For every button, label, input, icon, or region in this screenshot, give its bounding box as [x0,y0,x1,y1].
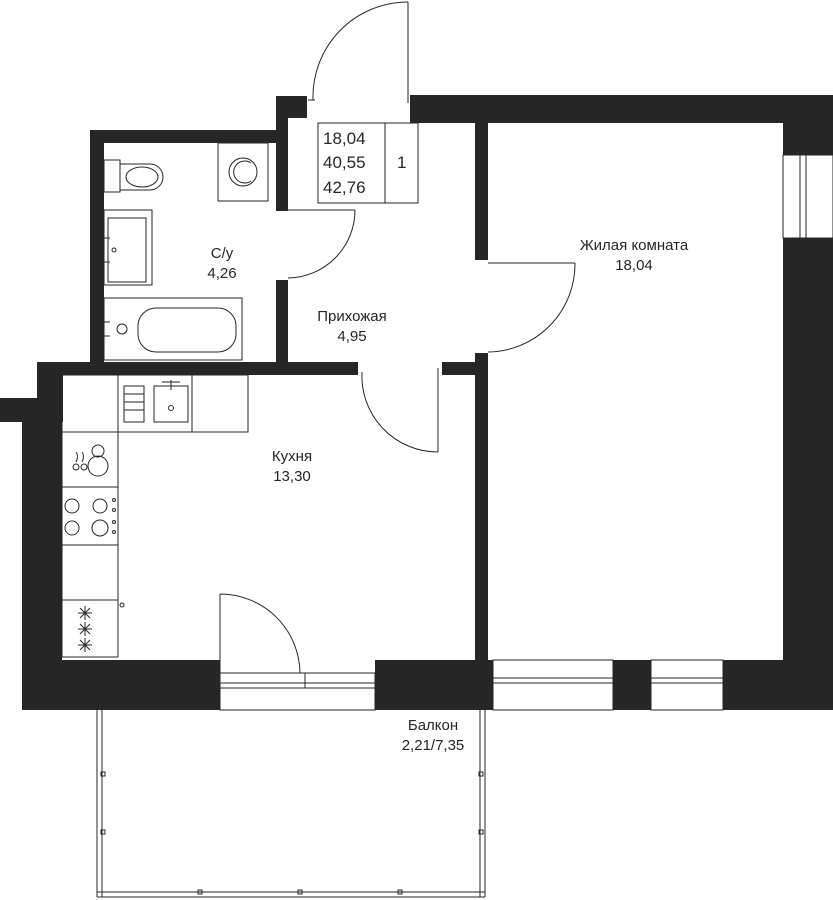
total-with-balcony-value: 42,76 [323,178,366,197]
bathroom-fixtures [103,142,269,361]
room-area: 18,04 [615,257,653,274]
wall-kitchen-top-right [442,362,482,375]
kitchen-counter-top [61,374,249,433]
window-kitchen [219,672,376,711]
washing-machine-icon [217,142,269,202]
kitchen-sink-icon [153,380,189,423]
area-summary-box [317,122,419,204]
room-name: Кухня [271,448,313,465]
window-living-right [650,659,724,711]
room-name: Жилая комната [579,237,689,254]
balcony [96,710,486,898]
wall-bath-right-lower [276,280,288,375]
wall-kitchen-left-stub [37,362,63,422]
kitchen-fixtures [61,374,249,658]
room-label-kitchen: Кухня 13,30 [272,447,312,487]
wall-left-notch [0,398,40,422]
toilet-icon [103,159,164,193]
room-label-living: Жилая комната 18,04 [580,236,688,276]
wall-bottom-mid [375,660,493,710]
windows [219,154,833,711]
dishwasher-icon [123,385,145,423]
room-area: 4,95 [337,328,367,345]
wall-bath-left [90,130,104,375]
wall-bath-right-upper [276,96,288,211]
walls [0,95,833,710]
wall-hall-living-upper [475,120,488,260]
sink-icon [103,209,153,286]
room-name: Прихожая [317,308,387,325]
room-area: 4,26 [207,265,237,282]
coffee-machine-icon [72,444,109,477]
bathtub-icon [103,297,243,361]
room-area: 13,30 [273,468,311,485]
room-name: Балкон [407,717,459,734]
window-living-left [492,659,614,711]
wall-kitchen-top [37,362,358,375]
room-label-hallway: Прихожая 4,95 [317,307,387,347]
total-area-value: 40,55 [323,153,366,172]
wall-top-living [410,95,833,123]
room-label-bathroom: С/у 4,26 [207,244,236,284]
wall-right-lower [783,238,833,710]
room-area: 2,21/7,35 [401,737,465,754]
fridge-icon [78,602,125,652]
cooktop-icon [64,498,116,537]
wall-bath-top [90,130,287,143]
rooms-count-value: 1 [397,153,407,172]
wall-bottom-left [22,660,220,710]
room-label-balcony: Балкон 2,21/7,35 [402,716,465,756]
doors [219,1,576,674]
window-right [782,154,833,239]
wall-bottom-right [723,660,833,710]
wall-hall-living-lower [475,353,488,673]
wall-bottom-pier [613,660,651,710]
living-area-value: 18,04 [323,129,366,148]
wall-right [783,95,833,155]
room-name: С/у [210,245,234,262]
